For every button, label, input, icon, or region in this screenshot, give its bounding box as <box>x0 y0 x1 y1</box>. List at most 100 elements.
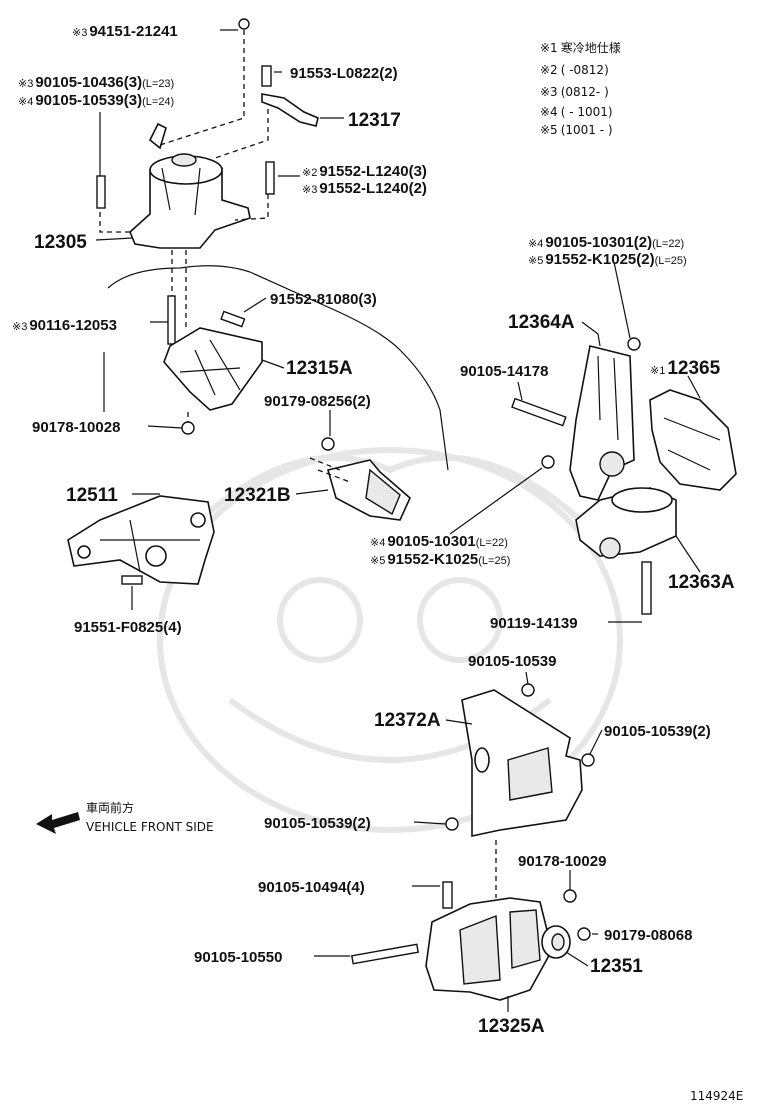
nut-90179-08068 <box>577 927 591 941</box>
nut-90179-08256 <box>321 437 335 451</box>
label-part: ※1 <box>540 41 558 55</box>
leader-line <box>243 297 267 313</box>
label-part: ※5 <box>370 555 385 567</box>
label-part: (L=24) <box>142 96 174 108</box>
leader-line <box>95 237 133 241</box>
leader-line <box>581 321 601 347</box>
part-label-p12372a: 12372A <box>374 710 441 731</box>
bolt-91553 <box>261 65 272 87</box>
label-part: ※2 <box>302 167 317 179</box>
mount-12363A <box>575 487 677 559</box>
bolt-90105-10494 <box>442 881 453 909</box>
part-label-p12317: 12317 <box>348 110 401 131</box>
part-label-p90105-10539-l: 90105-10539(2) <box>264 815 371 832</box>
bolt-90105-10436 <box>96 175 106 209</box>
bolt-90105-10539-left <box>445 817 459 831</box>
label-part: 90105-10539(3) <box>35 92 142 109</box>
bolt-90105-10301-lower <box>541 455 555 469</box>
bracket-12511 <box>67 495 215 585</box>
bolt-90105-10539-right <box>581 753 595 767</box>
bolt-90105-10539-top <box>521 683 535 697</box>
cover-12365 <box>649 389 737 491</box>
part-label-p90179-08256: 90179-08256(2) <box>264 393 371 410</box>
label-part: (0812- ) <box>561 85 609 99</box>
part-label-p90105-10550: 90105-10550 <box>194 949 282 966</box>
bracket-12325A <box>425 897 553 1001</box>
vehicle-front-jp: 車両前方 <box>86 800 134 815</box>
label-part: 90105-10436(3) <box>35 74 142 91</box>
label-part: (L=22) <box>476 537 508 549</box>
bolt-90105-10550 <box>350 943 420 965</box>
label-part: 91552-K1025(2) <box>545 251 654 268</box>
engine-mount-12305 <box>129 122 251 249</box>
label-part: ※2 <box>540 63 558 77</box>
vehicle-front-arrow-icon <box>36 812 80 834</box>
label-part: ※4 <box>370 537 385 549</box>
leader-line <box>517 381 523 401</box>
label-part: (1001 - ) <box>561 123 613 137</box>
leader-line <box>309 457 351 483</box>
part-label-p90105-10539-r: 90105-10539(2) <box>604 723 711 740</box>
leader-line <box>613 261 631 339</box>
leader-line <box>100 519 200 573</box>
leader-line <box>147 425 183 429</box>
svg-text:※4( - 1001): ※4( - 1001) <box>540 105 613 119</box>
label-part: ( - 1001) <box>561 105 613 119</box>
label-part: (L=23) <box>142 78 174 90</box>
bolt-91552-81080 <box>220 310 246 328</box>
part-label-p12511: 12511 <box>66 485 118 506</box>
bolt-91551 <box>121 575 143 585</box>
leader-line <box>449 467 543 535</box>
leader-line <box>589 729 603 755</box>
label-part: 94151-21241 <box>89 23 177 40</box>
vehicle-front-en: VEHICLE FRONT SIDE <box>86 820 214 834</box>
label-part: ※3 <box>302 184 317 196</box>
part-label-p12364a: 12364A <box>508 312 575 333</box>
label-part: 91552-L1240(2) <box>319 180 427 197</box>
nut-90178-10029 <box>563 889 577 903</box>
part-label-p12325a: 12325A <box>478 1016 545 1037</box>
leader-line <box>663 417 721 471</box>
part-label-p12321b: 12321B <box>224 485 291 506</box>
bolt-90119 <box>641 561 652 615</box>
svg-text:※3(0812- ): ※3(0812- ) <box>540 85 609 99</box>
part-label-p90178-10029: 90178-10029 <box>518 853 606 870</box>
label-part: ( -0812) <box>561 63 609 77</box>
leader-line <box>525 671 529 685</box>
label-part: ※3 <box>18 78 33 90</box>
leader-line <box>161 167 201 216</box>
nut-94151 <box>238 18 250 30</box>
label-part: ※4 <box>540 105 558 119</box>
label-part: ※4 <box>528 238 543 250</box>
leader-line <box>249 271 449 471</box>
part-label-p90105-14178: 90105-14178 <box>460 363 548 380</box>
insulator-12321B <box>327 459 411 521</box>
leader-line <box>171 250 187 330</box>
leader-line <box>597 355 619 441</box>
leader-line <box>295 489 329 495</box>
leader-line <box>99 30 269 233</box>
part-label-p12351: 12351 <box>590 956 643 977</box>
part-label-p91552-81080: 91552-81080(3) <box>270 291 377 308</box>
bushing-12351 <box>541 925 571 959</box>
leader-line <box>445 719 473 725</box>
nut-90178-10028 <box>181 421 195 435</box>
bracket-12364A <box>569 345 635 501</box>
leader-line <box>107 265 251 289</box>
stud-90116 <box>167 295 176 345</box>
leader-line <box>179 339 241 396</box>
part-label-p12315a: 12315A <box>286 358 353 379</box>
